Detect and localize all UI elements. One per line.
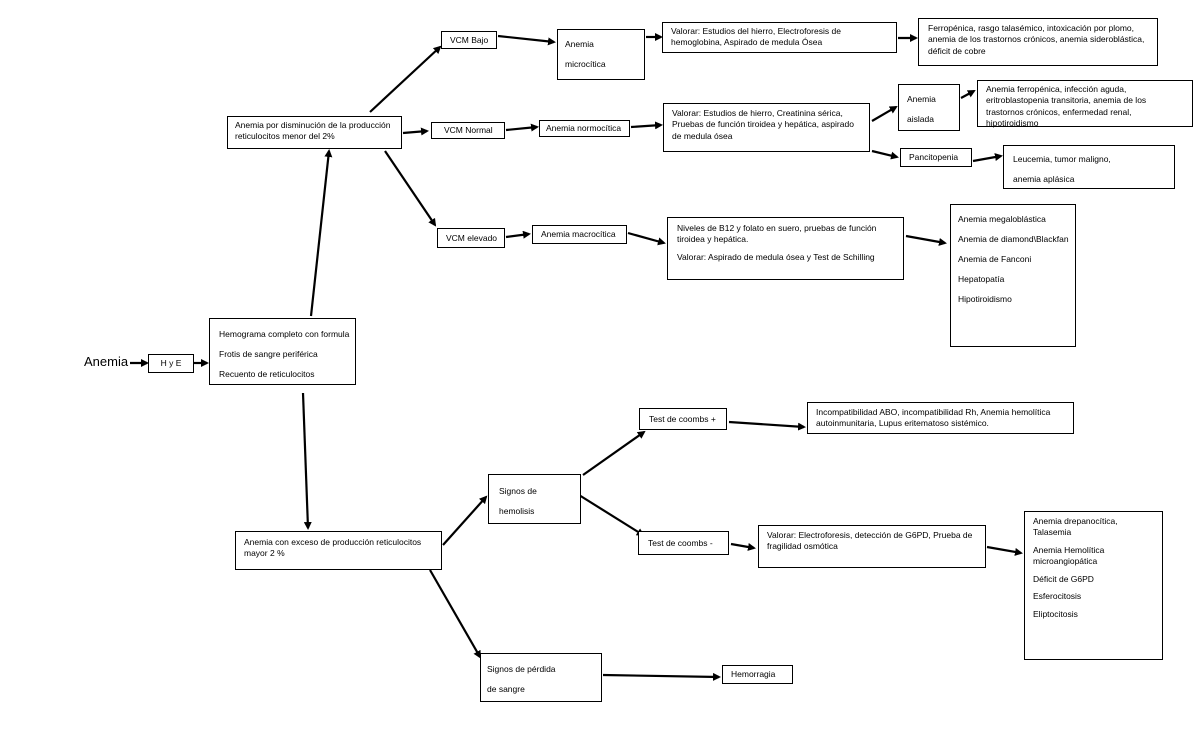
line-hemorragia-0: Hemorragia xyxy=(731,669,776,679)
line-coombs-neg-0: Test de coombs - xyxy=(648,538,713,548)
line-hemolisis-0: Signos de xyxy=(499,486,537,496)
line-mayor2-0: Anemia con exceso de producción reticulo… xyxy=(244,537,422,559)
node-valorar-hierro: Valorar: Estudios del hierro, Electrofor… xyxy=(662,22,897,53)
line-hemolisis-1: hemolisis xyxy=(499,506,535,516)
node-coombs-neg: Test de coombs - xyxy=(638,531,729,555)
line-inmune-list-0: Incompatibilidad ABO, incompatibilidad R… xyxy=(816,407,1051,429)
node-inmune-list: Incompatibilidad ABO, incompatibilidad R… xyxy=(807,402,1074,434)
arrow-niveles-to-list xyxy=(905,234,947,246)
arrow-hemograma-to-menor2 xyxy=(309,149,333,317)
arrow-hemolisis-to-coombs-pos xyxy=(582,430,646,476)
node-hemorragia: Hemorragia xyxy=(722,665,793,684)
arrow-menor2-to-vcm-elevado xyxy=(384,150,437,227)
line-macro-list-4: Hipotiroidismo xyxy=(958,294,1012,304)
line-niveles-b12-1: Valorar: Aspirado de medula ósea y Test … xyxy=(677,251,875,262)
line-valorar-electro-0: Valorar: Electroforesis, detección de G6… xyxy=(767,530,973,552)
line-aislada-list-0: Anemia ferropénica, infección aguda, eri… xyxy=(986,84,1147,129)
node-normocitica: Anemia normocítica xyxy=(539,120,630,137)
arrow-normocitica-to-valorar xyxy=(630,121,663,130)
line-perdida-1: de sangre xyxy=(487,684,525,694)
arrow-hemolisis-to-coombs-neg xyxy=(578,494,645,537)
arrow-coombs-pos-to-list xyxy=(728,420,806,431)
arrow-pancitopenia-to-leucemia xyxy=(972,153,1003,163)
line-valorar-hierro-0: Valorar: Estudios del hierro, Electrofor… xyxy=(671,26,841,48)
arrow-mayor2-to-hemolisis xyxy=(442,495,488,546)
line-hemolitica-list-1: Anemia Hemolítica microangiopática xyxy=(1033,544,1105,567)
line-valorar-normo-0: Valorar: Estudios de hierro, Creatinina … xyxy=(672,108,854,141)
line-vcm-elevado-0: VCM elevado xyxy=(446,233,498,243)
node-mayor2: Anemia con exceso de producción reticulo… xyxy=(235,531,442,570)
line-hemograma-2: Recuento de reticulocitos xyxy=(219,369,315,379)
arrow-aislada-to-list xyxy=(960,90,976,99)
line-niveles-b12-0: Niveles de B12 y folato en suero, prueba… xyxy=(677,223,877,245)
line-macro-list-2: Anemia de Fanconi xyxy=(958,254,1032,264)
arrow-mayor2-to-perdida xyxy=(429,569,481,659)
line-hemolitica-list-2: Déficit de G6PD xyxy=(1033,573,1094,584)
node-perdida: Signos de pérdida de sangre xyxy=(480,653,602,702)
node-leucemia: Leucemia, tumor maligno, anemia aplásica xyxy=(1003,145,1175,189)
node-coombs-pos: Test de coombs + xyxy=(639,408,727,430)
node-vcm-normal: VCM Normal xyxy=(431,122,505,139)
line-macrocitica-0: Anemia macrocítica xyxy=(541,229,616,239)
line-normocitica-0: Anemia normocítica xyxy=(546,123,622,133)
line-hemolitica-list-4: Eliptocitosis xyxy=(1033,608,1078,619)
line-pancitopenia-0: Pancitopenia xyxy=(909,152,959,162)
node-microcitica: Anemia microcítica xyxy=(557,29,645,80)
arrow-valorar-to-pancitopenia xyxy=(871,149,899,160)
line-perdida-0: Signos de pérdida xyxy=(487,664,556,674)
line-macro-list-0: Anemia megaloblástica xyxy=(958,214,1046,224)
line-vcm-bajo-0: VCM Bajo xyxy=(450,35,489,45)
line-hemograma-0: Hemograma completo con formula xyxy=(219,329,350,339)
arrow-menor2-to-vcm-normal xyxy=(402,127,429,136)
node-pancitopenia: Pancitopenia xyxy=(900,148,972,167)
line-coombs-pos-0: Test de coombs + xyxy=(649,414,716,424)
node-ferropenica-list: Ferropénica, rasgo talasémico, intoxicac… xyxy=(918,18,1158,66)
node-valorar-electro: Valorar: Electroforesis, detección de G6… xyxy=(758,525,986,568)
line-microcitica-1: microcítica xyxy=(565,59,606,69)
node-vcm-elevado: VCM elevado xyxy=(437,228,505,248)
line-aislada-0: Anemia xyxy=(907,94,936,104)
node-vcm-bajo: VCM Bajo xyxy=(441,31,497,49)
line-leucemia-0: Leucemia, tumor maligno, xyxy=(1013,154,1111,164)
arrow-perdida-to-hemorragia xyxy=(602,672,721,681)
node-niveles-b12: Niveles de B12 y folato en suero, prueba… xyxy=(667,217,904,280)
line-menor2-0: Anemia por disminución de la producción … xyxy=(235,120,391,142)
line-ferropenica-list-0: Ferropénica, rasgo talasémico, intoxicac… xyxy=(928,23,1145,56)
node-hye: H y E xyxy=(148,354,194,373)
line-hemolitica-list-0: Anemia drepanocítica, Talasemia xyxy=(1033,516,1118,538)
line-aislada-1: aislada xyxy=(907,114,934,124)
node-menor2: Anemia por disminución de la producción … xyxy=(227,116,402,149)
line-leucemia-1: anemia aplásica xyxy=(1013,174,1075,184)
line-microcitica-0: Anemia xyxy=(565,39,594,49)
arrow-valorar-to-hemolitica-list xyxy=(986,545,1023,556)
line-macro-list-3: Hepatopatía xyxy=(958,274,1005,284)
arrow-vcm-bajo-to-microcitica xyxy=(497,34,556,46)
arrow-coombs-neg-to-valorar xyxy=(730,542,756,551)
node-aislada-list: Anemia ferropénica, infección aguda, eri… xyxy=(977,80,1193,129)
arrow-valorar-to-aislada xyxy=(871,105,898,122)
line-hemograma-1: Frotis de sangre periférica xyxy=(219,349,318,359)
arrow-menor2-to-vcm-bajo xyxy=(369,45,442,113)
node-valorar-normo: Valorar: Estudios de hierro, Creatinina … xyxy=(663,103,870,152)
line-hemolitica-list-3: Esferocitosis xyxy=(1033,591,1082,602)
node-aislada: Anemia aislada xyxy=(898,84,960,131)
arrow-hemograma-to-mayor2 xyxy=(301,392,312,530)
start-label-anemia: Anemia xyxy=(84,354,129,369)
line-hye-0: H y E xyxy=(160,358,182,368)
arrow-vcm-normal-to-normocitica xyxy=(505,123,539,132)
node-hemolisis: Signos de hemolisis xyxy=(488,474,581,524)
node-macrocitica: Anemia macrocítica xyxy=(532,225,627,244)
line-vcm-normal-0: VCM Normal xyxy=(444,125,493,135)
arrow-vcm-elevado-to-macrocitica xyxy=(505,230,531,239)
line-macro-list-1: Anemia de diamond\Blackfan xyxy=(958,234,1069,244)
arrow-macrocitica-to-niveles xyxy=(627,231,666,246)
